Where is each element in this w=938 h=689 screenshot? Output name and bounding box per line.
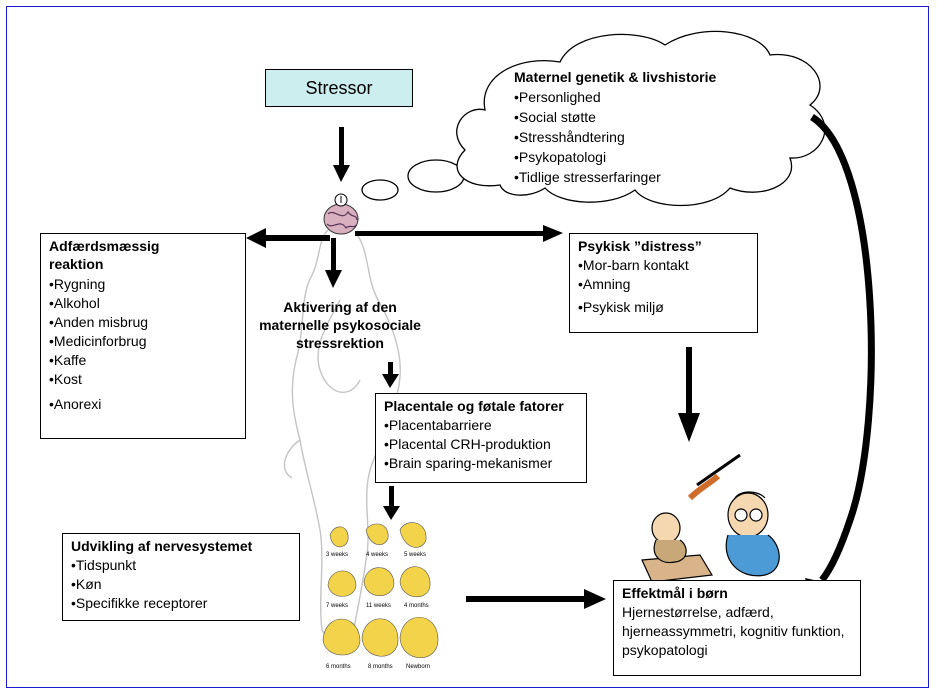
embryo-label: 8 months: [368, 664, 393, 670]
embryo-label: 5 weeks: [404, 552, 427, 558]
maternal-item: •Personlighed: [514, 89, 601, 105]
activation-line: maternelle psykosociale: [259, 317, 421, 333]
activation-line: stressrektion: [296, 335, 384, 351]
diagram-frame: [6, 6, 929, 688]
embryo-grid: [322, 522, 439, 659]
distress-item: •Mor-barn kontakt: [578, 257, 689, 273]
nervous-box: Udvikling af nervesystemet •Tidspunkt •K…: [62, 533, 300, 621]
embryo-label: 7 weeks: [326, 603, 349, 609]
cartoon-illustration: [641, 453, 780, 583]
placental-box: Placentale og føtale fatorer •Placentaba…: [375, 393, 587, 483]
effect-line: psykopatologi: [622, 642, 708, 658]
behavior-item: •Kost: [49, 371, 82, 387]
distress-item: •Amning: [578, 276, 631, 292]
behavior-title-line1: Adfærdsmæssig: [49, 238, 160, 254]
distress-box: Psykisk ”distress” •Mor-barn kontakt •Am…: [569, 233, 758, 333]
placental-item: •Placentabarriere: [384, 417, 492, 433]
behavior-item: •Kaffe: [49, 352, 87, 368]
nervous-item: •Tidspunkt: [71, 557, 137, 573]
embryo-label: 4 weeks: [366, 552, 389, 558]
behavior-item: •Anorexi: [49, 396, 102, 412]
activation-line: Aktivering af den: [283, 299, 397, 315]
behavior-title-line2: reaktion: [49, 256, 104, 272]
maternal-item: •Stresshåndtering: [514, 129, 625, 145]
effect-box: Effektmål i børn Hjernestørrelse, adfærd…: [613, 580, 861, 676]
placental-title: Placentale og føtale fatorer: [384, 398, 564, 414]
nervous-item: •Specifikke receptorer: [71, 595, 208, 611]
behavior-item: •Alkohol: [49, 295, 100, 311]
embryo-label: 6 months: [326, 664, 351, 670]
effect-title: Effektmål i børn: [622, 585, 728, 601]
maternal-item: •Social støtte: [514, 109, 596, 125]
brain-icon: [323, 193, 359, 235]
nervous-item: •Køn: [71, 576, 102, 592]
nervous-title: Udvikling af nervesystemet: [71, 538, 253, 554]
behavior-item: •Rygning: [49, 276, 106, 292]
placental-item: •Placental CRH-produktion: [384, 436, 551, 452]
behavior-box: Adfærdsmæssig reaktion •Rygning •Alkohol…: [40, 233, 246, 439]
activation-label: Aktivering af den maternelle psykosocial…: [259, 298, 421, 352]
distress-title: Psykisk ”distress”: [578, 238, 702, 254]
embryo-label: 4 months: [404, 603, 429, 609]
maternal-title: Maternel genetik & livshistorie: [514, 69, 717, 85]
effect-line: Hjernestørrelse, adfærd,: [622, 604, 774, 620]
distress-item: •Psykisk miljø: [578, 299, 664, 315]
effect-line: hjerneassymmetri, kognitiv funktion,: [622, 623, 845, 639]
embryo-label: Newborn: [406, 664, 431, 670]
arrows: [246, 114, 875, 609]
behavior-item: •Anden misbrug: [49, 314, 149, 330]
stressor-box: Stressor: [265, 69, 413, 107]
maternal-history: Maternel genetik & livshistorie •Personl…: [514, 68, 716, 187]
maternal-item: •Psykopatologi: [514, 149, 607, 165]
thought-cloud: [361, 30, 826, 207]
embryo-label: 11 weeks: [366, 603, 391, 609]
placental-item: •Brain sparing-mekanismer: [384, 455, 553, 471]
embryo-label: 3 weeks: [326, 552, 349, 558]
maternal-item: •Tidlige stresserfaringer: [514, 169, 661, 185]
behavior-item: •Medicinforbrug: [49, 333, 147, 349]
